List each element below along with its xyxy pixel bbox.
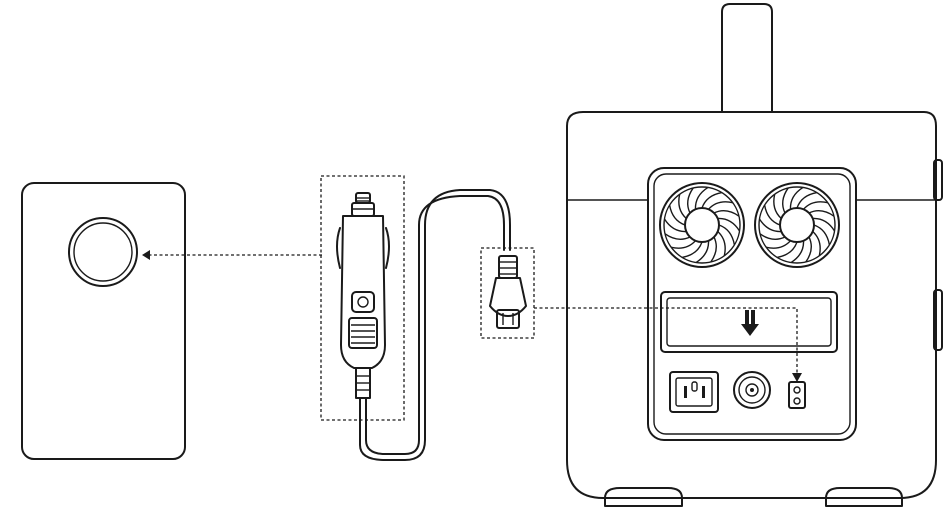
fan-blade <box>717 230 726 256</box>
portable-power-station-icon <box>566 3 943 507</box>
fan-blade <box>701 191 722 209</box>
fan-blade <box>790 240 805 264</box>
fan-blade <box>682 241 703 259</box>
fan-blade <box>718 224 736 245</box>
dc-input-connector-icon <box>480 247 535 339</box>
fan-blade <box>759 233 786 240</box>
fan-blade <box>812 217 836 232</box>
car-output-port-icon <box>733 371 771 409</box>
fan-blade <box>717 217 741 232</box>
fan-blade <box>710 236 717 263</box>
fan-blade <box>713 210 740 217</box>
fan-blade <box>782 187 789 214</box>
fan-blade <box>763 205 781 226</box>
fan-blade <box>678 194 687 220</box>
cooling-fan-icon <box>754 182 840 268</box>
fan-blade <box>663 218 687 233</box>
fan-blade <box>707 201 733 210</box>
down-arrow-icon <box>741 310 759 336</box>
fan-blade <box>694 186 709 210</box>
fan-blade <box>812 230 821 256</box>
fan-blade <box>687 187 694 214</box>
fan-blade <box>766 240 792 249</box>
car-socket-icon <box>68 217 138 287</box>
fan-blade <box>805 236 812 263</box>
fan-blade <box>789 186 804 210</box>
fan-blade <box>671 240 697 249</box>
power-station-dc-port-icon <box>788 381 806 409</box>
fan-blade <box>664 233 691 240</box>
fan-blade <box>777 241 798 259</box>
fan-blade <box>695 240 710 264</box>
charging-cable-icon <box>359 189 511 461</box>
car-charger-plug-icon <box>320 175 405 421</box>
fan-blade <box>808 210 835 217</box>
fan-blade <box>773 194 782 220</box>
car-socket-panel-icon <box>21 182 186 460</box>
ac-outlet-icon <box>669 371 719 413</box>
fan-blade <box>758 218 782 233</box>
fan-blade <box>668 205 686 226</box>
connect-arrow-dc-port <box>534 307 802 382</box>
connect-arrow-car-socket <box>142 250 322 260</box>
fan-blade <box>813 224 831 245</box>
fan-blade <box>802 201 828 210</box>
cooling-fan-icon <box>659 182 745 268</box>
fan-blade <box>796 191 817 209</box>
